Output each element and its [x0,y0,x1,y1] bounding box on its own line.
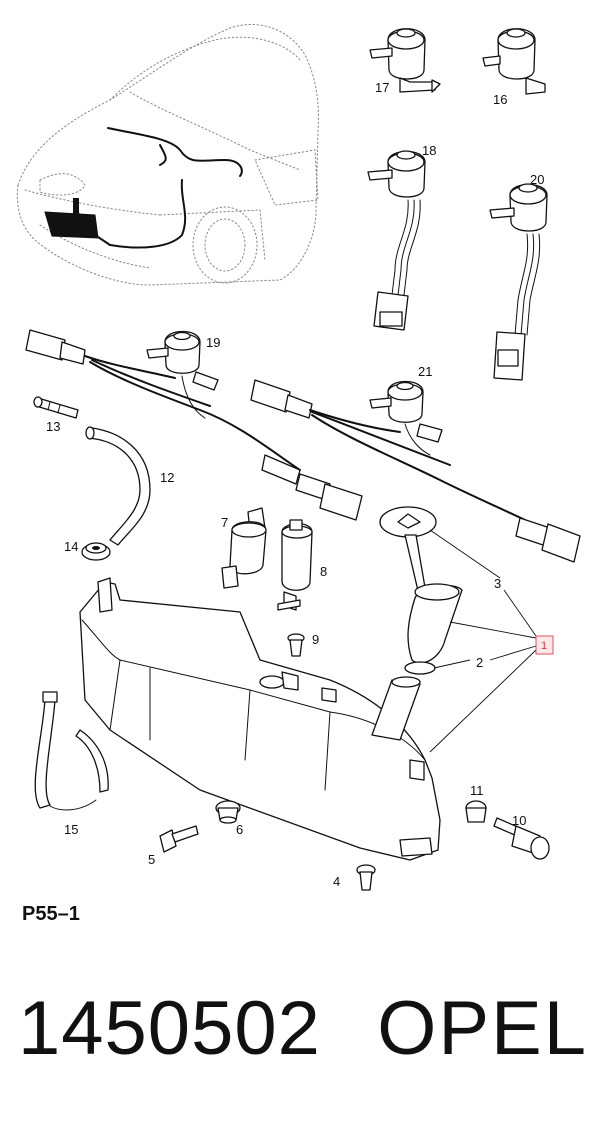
pump-16 [482,28,546,95]
callout-21: 21 [418,364,432,379]
part-number: 1450502 [18,986,321,1071]
callout-1-highlight[interactable]: 1 [535,635,554,655]
callout-18: 18 [422,143,436,158]
callout-19: 19 [206,335,220,350]
brand-name: OPEL [377,986,588,1071]
diagram-code: P55–1 [22,903,80,925]
callout-8: 8 [320,564,327,579]
callout-10: 10 [512,813,526,828]
callout-6: 6 [236,822,243,837]
callout-13: 13 [46,419,60,434]
callout-12: 12 [160,470,174,485]
callout-16: 16 [493,92,507,107]
filler-neck [407,583,463,664]
callout-9: 9 [312,632,319,647]
grommet-11 [465,800,487,823]
parts-diagram: 17 16 18 20 19 21 13 12 7 14 8 3 9 2 11 … [16,24,581,891]
screw-9 [287,633,305,657]
callout-20: 20 [530,172,544,187]
harness-19 [25,329,363,521]
callout-14: 14 [64,539,78,554]
pump-20 [489,183,548,381]
pump-7 [221,507,267,589]
callout-17: 17 [375,80,389,95]
seal-2 [404,661,436,675]
pump-18 [367,150,426,331]
callout-15: 15 [64,822,78,837]
footer: 1450502 OPEL [18,985,588,1085]
bolt-5 [159,825,199,853]
harness-21 [250,379,581,563]
callout-1: 1 [541,640,547,652]
grommet-6 [215,800,241,824]
pump-17 [369,28,441,93]
callout-4: 4 [333,874,340,889]
screw-4 [356,864,376,891]
sensor-10 [493,817,550,860]
leader-lines [429,529,537,753]
strap-15 [34,691,109,811]
callouts: 17 16 18 20 19 21 13 12 7 14 8 3 9 2 11 … [46,80,554,889]
filler-cap-3 [379,506,437,609]
callout-7: 7 [221,515,228,530]
car-outline [16,24,319,286]
pump-8 [277,519,313,611]
callout-2: 2 [476,655,483,670]
connector-13 [33,396,79,419]
callout-11: 11 [470,783,484,798]
callout-3: 3 [494,576,501,591]
grommet-14 [81,542,111,561]
reservoir-tank [79,577,441,861]
hose-12 [85,426,151,546]
callout-5: 5 [148,852,155,867]
